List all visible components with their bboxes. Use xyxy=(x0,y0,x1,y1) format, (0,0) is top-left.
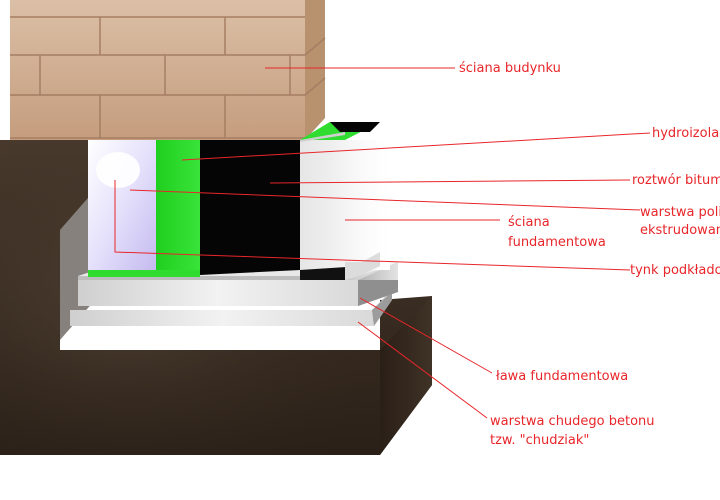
label-xps-line1: warstwa polistyrenu xyxy=(640,205,720,220)
xps-insulation xyxy=(88,140,156,275)
foundation-wall xyxy=(300,132,420,280)
bitumen-coating xyxy=(200,140,300,275)
leader-bitumen xyxy=(269,179,631,184)
brick-wall xyxy=(10,0,326,140)
leader-lean-concrete xyxy=(357,321,488,419)
membrane-bottom-strip xyxy=(88,270,200,277)
waterproofing-membrane xyxy=(156,140,200,275)
label-footing: ława fundamentowa xyxy=(496,369,628,384)
annotation-labels: ściana budynku hydroizolacja roztwór bit… xyxy=(459,61,720,448)
label-render: tynk podkładowy xyxy=(630,263,720,278)
label-lean-concrete-line2: tzw. "chudziak" xyxy=(490,433,589,448)
label-foundation-wall-line1: ściana xyxy=(508,215,550,230)
leader-xps xyxy=(129,189,641,211)
lean-concrete-layer xyxy=(70,292,392,326)
label-lean-concrete-line1: warstwa chudego betonu xyxy=(490,414,655,429)
label-wall: ściana budynku xyxy=(459,61,561,76)
waterproofing-top xyxy=(155,122,380,140)
label-xps-line2: ekstrudowanego xyxy=(640,223,720,238)
leader-lines xyxy=(114,67,651,419)
label-waterproofing: hydroizolacja xyxy=(652,126,720,141)
leader-footing xyxy=(359,297,493,374)
label-bitumen: roztwór bitumiczny xyxy=(632,173,720,188)
leader-waterproofing xyxy=(181,132,651,161)
label-foundation-wall-line2: fundamentowa xyxy=(508,235,606,250)
leader-render xyxy=(114,180,631,271)
